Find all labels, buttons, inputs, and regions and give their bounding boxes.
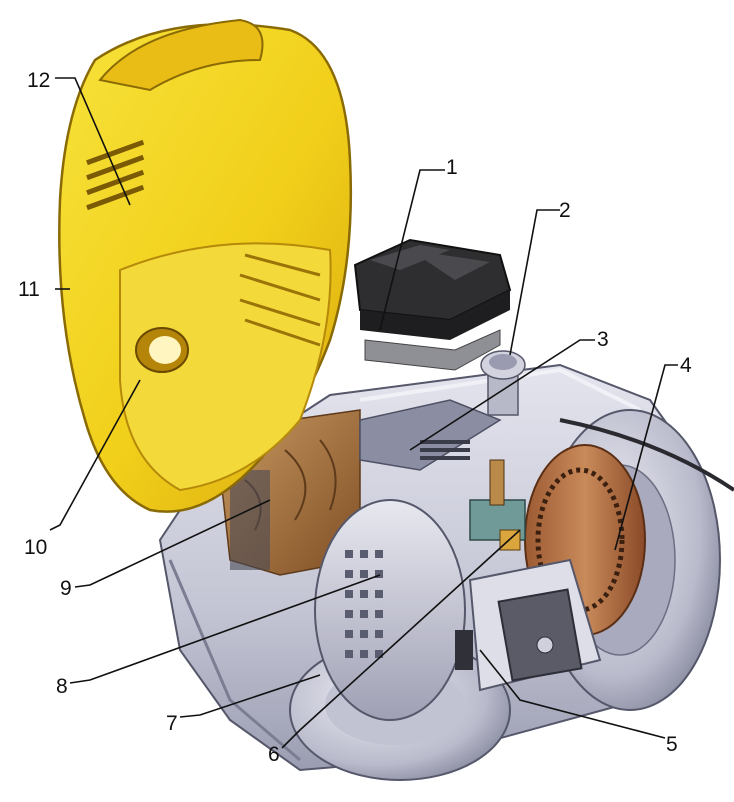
leader-9 [74, 499, 271, 588]
filter-cassette [353, 238, 512, 371]
label-7: 7 [166, 712, 178, 735]
leader-4 [614, 364, 678, 551]
label-2: 2 [559, 199, 571, 222]
leader-2 [509, 209, 560, 356]
grille-compartment [359, 399, 502, 471]
leader-12 [55, 77, 131, 206]
leader-3 [409, 339, 595, 451]
label-5: 5 [666, 733, 678, 756]
exhaust-grille [314, 499, 466, 721]
label-10: 10 [24, 536, 48, 559]
leader-7 [179, 674, 321, 718]
label-4: 4 [680, 354, 692, 377]
cord-reel-button [480, 350, 526, 416]
label-3: 3 [597, 328, 609, 351]
motor-assembly [455, 444, 646, 692]
leader-lines [49, 77, 678, 749]
yellow-lid [58, 18, 353, 513]
label-12: 12 [27, 69, 51, 92]
label-1: 1 [446, 156, 458, 179]
label-11: 11 [18, 278, 40, 301]
label-6: 6 [268, 743, 280, 766]
leader-8 [69, 574, 381, 684]
power-cord [559, 418, 734, 492]
label-8: 8 [56, 675, 68, 698]
leader-6 [281, 529, 521, 749]
leader-1 [379, 169, 445, 331]
label-9: 9 [60, 577, 72, 600]
leader-10 [49, 379, 141, 531]
leader-5 [479, 649, 666, 739]
